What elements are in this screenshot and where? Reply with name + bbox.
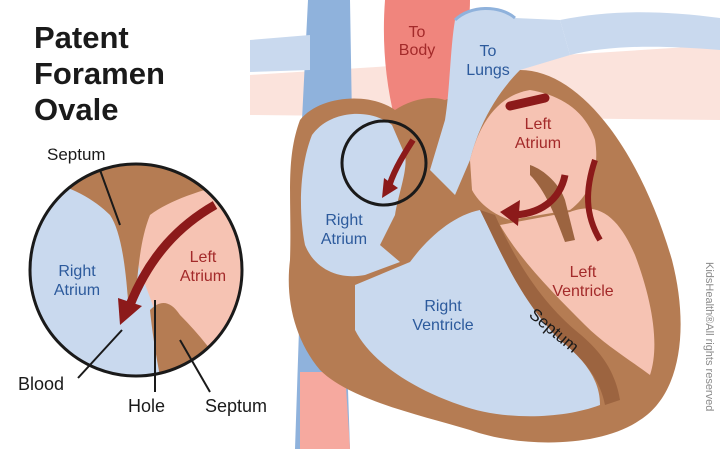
label-right-ventricle-1: Right (424, 298, 462, 315)
label-to-lungs-1: To (480, 43, 497, 60)
credit-text: KidsHealth®All rights reserved (703, 262, 715, 411)
title-line-3: Ovale (34, 92, 118, 127)
right-ventricle-chamber (355, 210, 600, 417)
label-left-ventricle-2: Ventricle (552, 283, 613, 300)
label-left-ventricle-1: Left (570, 264, 597, 281)
label-right-ventricle-2: Ventricle (412, 317, 473, 334)
title-line-2: Foramen (34, 56, 165, 91)
label-inset-right-atrium-2: Atrium (54, 282, 100, 299)
pulmonary-branch-left (250, 35, 310, 72)
flow-arrow-pulmonary (505, 93, 550, 111)
label-right-atrium-2: Atrium (321, 231, 367, 248)
inset-circle-border (28, 162, 244, 378)
label-to-body-2: Body (399, 42, 435, 59)
inset-flow-arrowhead (118, 298, 142, 325)
right-atrium-chamber (300, 113, 406, 277)
label-septum-bottom: Septum (205, 396, 267, 416)
label-left-atrium-2: Atrium (515, 135, 561, 152)
pointer-septum-top (99, 169, 121, 226)
aorta-lower (300, 372, 350, 449)
flow-arrowhead-left-atrium (500, 200, 520, 226)
title-line-1: Patent (34, 20, 129, 55)
label-to-lungs-2: Lungs (466, 62, 510, 79)
pointer-septum-bottom (179, 339, 211, 393)
pfo-highlight-circle (340, 119, 428, 207)
left-ventricle-chamber (500, 208, 655, 375)
label-to-body-1: To (409, 24, 426, 41)
label-hole: Hole (128, 396, 165, 416)
inset-left-atrium (128, 164, 242, 376)
label-inset-left-atrium-2: Atrium (180, 268, 226, 285)
pulmonary-trunk (430, 8, 570, 195)
flow-arrow-mitral (585, 159, 603, 242)
label-blood: Blood (18, 374, 64, 394)
pulmonary-trunk-outline (453, 7, 516, 22)
inset-flow-arrow (125, 201, 218, 307)
label-inset-septum-top: Septum (47, 145, 106, 164)
label-left-atrium-1: Left (525, 116, 552, 133)
label-right-atrium-1: Right (325, 212, 363, 229)
label-inset-right-atrium-1: Right (58, 263, 96, 280)
inset-view (30, 164, 242, 376)
flow-arrowhead-pfo (382, 178, 398, 198)
label-inset-left-atrium-1: Left (190, 249, 217, 266)
inset-septum-upper (30, 164, 242, 305)
heart-septum (480, 210, 620, 405)
pointer-blood (77, 329, 123, 379)
pulmonary-branch-right (560, 12, 720, 56)
